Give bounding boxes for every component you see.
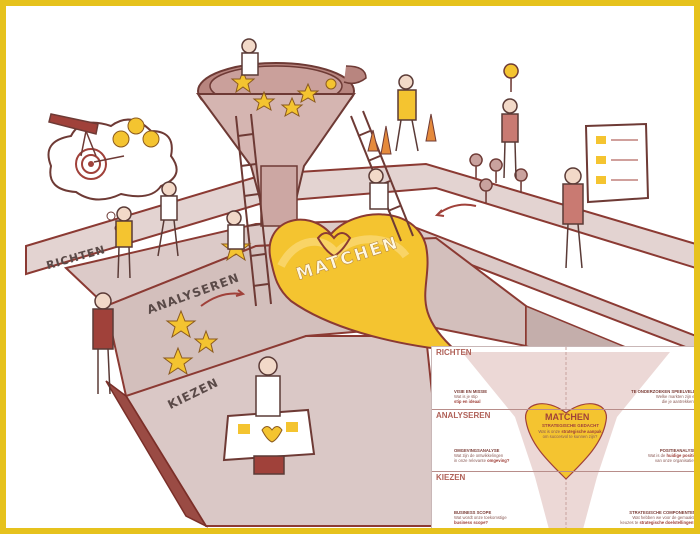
inset-matchen-title: MATCHEN — [545, 412, 589, 422]
inset-kiezen-right: STRATEGISCHE COMPONENTEN Wat hebben we v… — [608, 510, 696, 525]
inset-kiezen-left: BUSINESS SCOPE Wat wordt onze toekomstig… — [454, 510, 528, 525]
inset-richten-right: TE ONDERZOEKEN SPEELVELD Welke markten z… — [612, 389, 696, 404]
whiteboard — [586, 124, 648, 202]
person-whiteboard — [563, 168, 583, 268]
strategy-diagram-inset: RICHTEN VISIE EN MISSIE Wat is je stip s… — [431, 346, 699, 532]
inset-band-richten: RICHTEN VISIE EN MISSIE Wat is je stip s… — [432, 347, 698, 409]
person-ladder-left — [227, 211, 244, 249]
inset-band-analyseren: ANALYSEREN OMGEVINGSANALYSE Wat zijn de … — [432, 409, 698, 471]
inset-matchen-text: Wat is onze strategische aanpak om succe… — [538, 429, 602, 439]
person-pin — [502, 99, 518, 178]
puzzle-board — [224, 410, 314, 460]
person-top-funnel — [242, 39, 258, 75]
inset-title-richten: RICHTEN — [436, 348, 472, 357]
person-cones — [396, 75, 418, 151]
inset-band-kiezen: KIEZEN BUSINESS SCOPE Wat wordt onze toe… — [432, 471, 698, 532]
inset-matchen-sub: STRATEGISCHE GEDACHT — [542, 423, 599, 428]
inset-analyseren-left: OMGEVINGSANALYSE Wat zijn de ontwikkelin… — [454, 448, 524, 463]
inset-analyseren-right: POSITIEANALYSE Wat is de huidige positie… — [622, 448, 696, 463]
inset-title-analyseren: ANALYSEREN — [436, 411, 490, 420]
inset-title-kiezen: KIEZEN — [436, 473, 465, 482]
inset-richten-left: VISIE EN MISSIE Wat is je stip stip en i… — [454, 389, 524, 404]
